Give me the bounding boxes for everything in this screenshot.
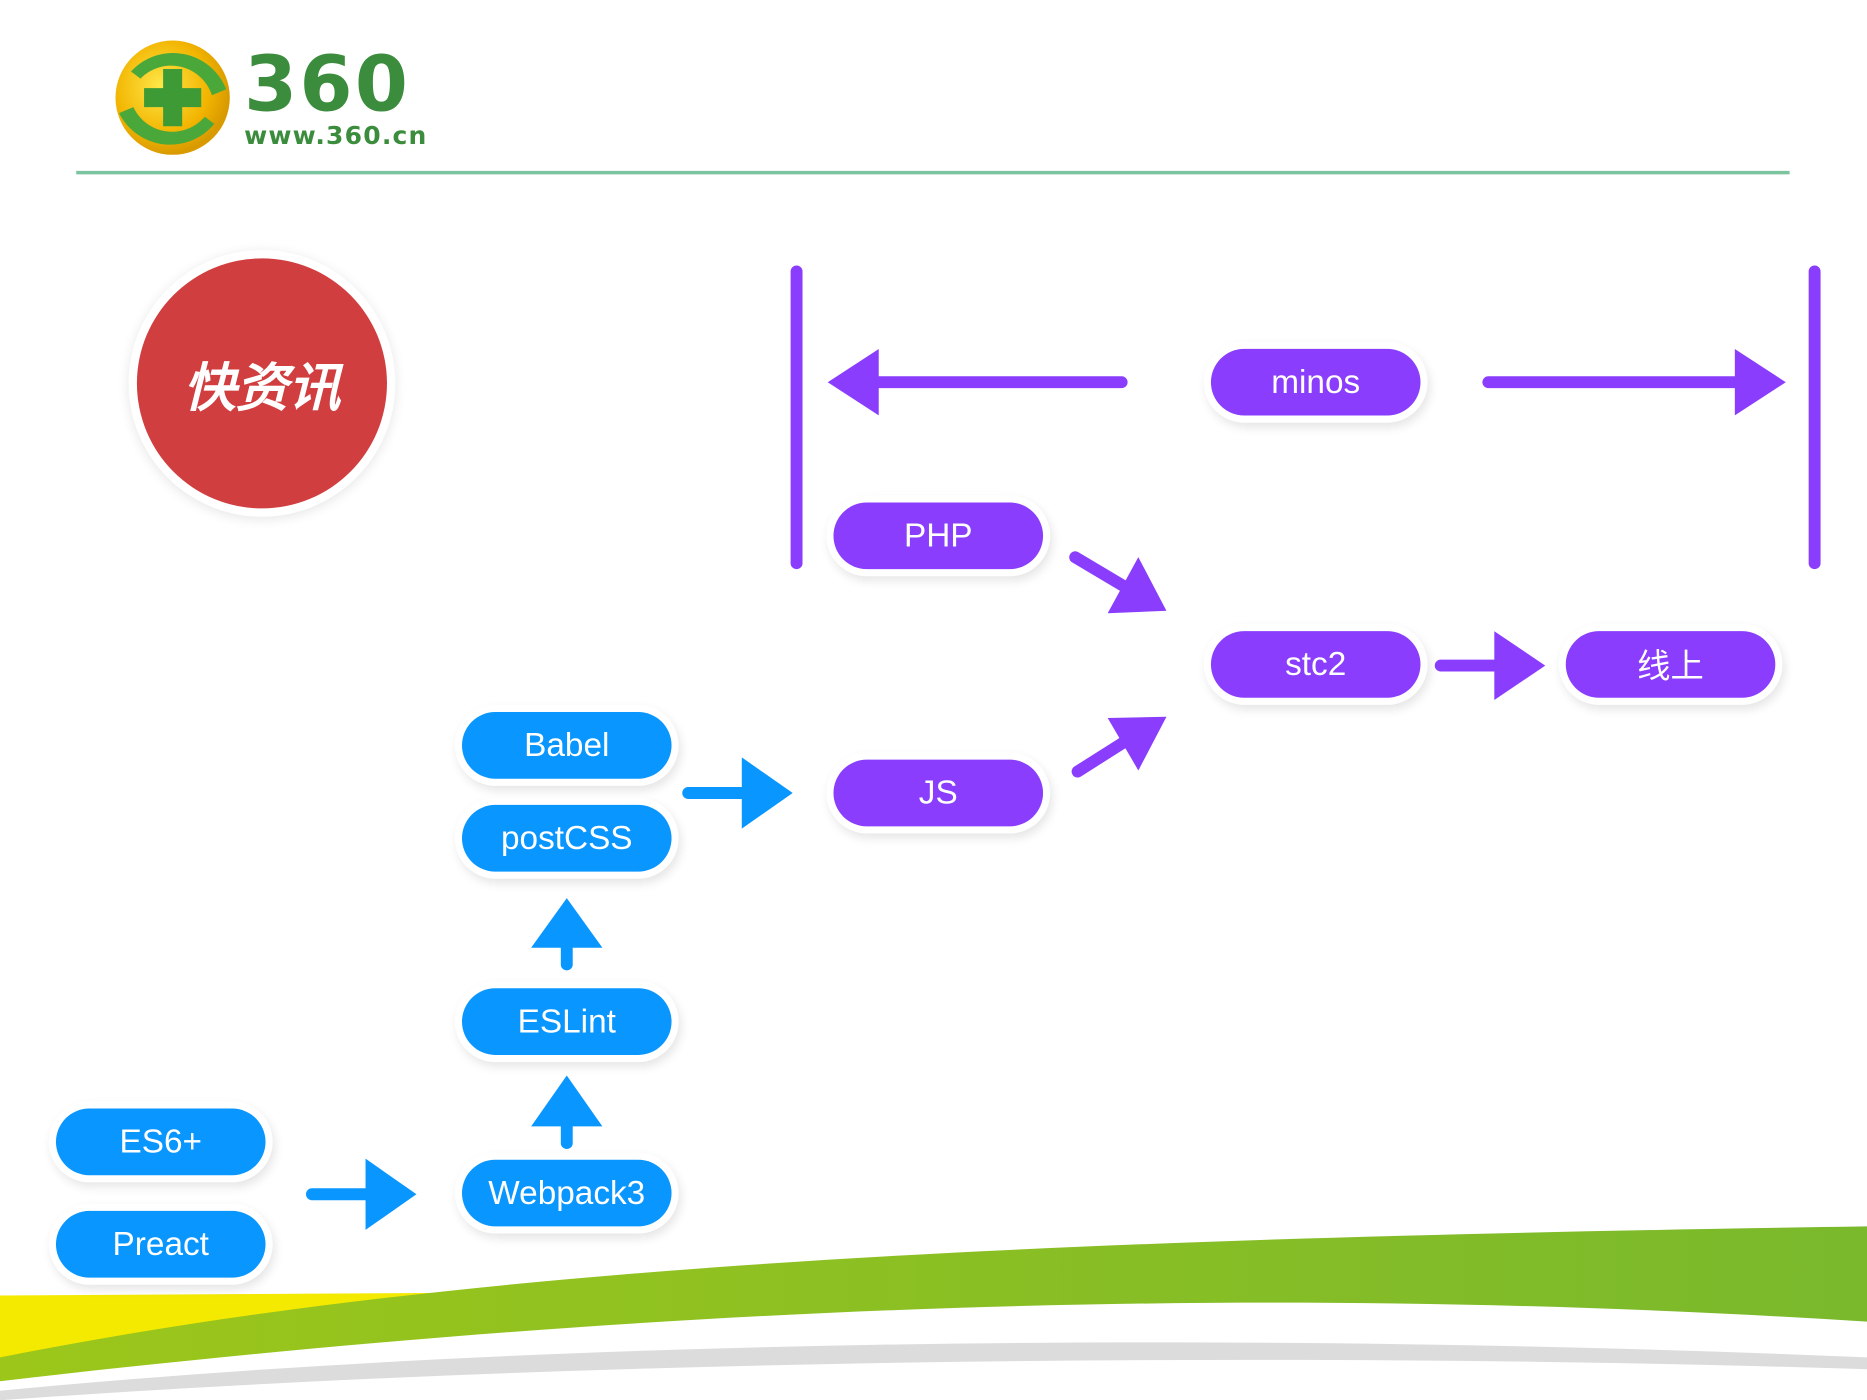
- node-eslint: ESLint: [461, 988, 672, 1055]
- arrow-tools-to-js-icon: [682, 757, 793, 829]
- bottom-swoosh: [0, 1226, 1867, 1400]
- node-php: PHP: [833, 502, 1044, 570]
- node-preact: Preact: [55, 1210, 266, 1278]
- arrow-stc2-to-online-icon: [1434, 631, 1546, 700]
- node-postcss: postCSS: [461, 804, 672, 872]
- node-webpack: Webpack3: [461, 1159, 672, 1227]
- arrow-js-to-stc2-icon: [1071, 716, 1167, 778]
- node-minos: minos: [1210, 348, 1421, 416]
- arrow-left-icon: [827, 349, 1128, 416]
- 360-logo: 360 www.360.cn: [244, 41, 428, 151]
- arrow-eslint-to-postcss-icon: [531, 898, 603, 971]
- node-online: 线上: [1565, 631, 1776, 698]
- arrow-php-to-stc2-icon: [1069, 551, 1167, 614]
- arrow-libs-to-webpack-icon: [306, 1158, 417, 1230]
- node-stc2: stc2: [1210, 631, 1421, 698]
- node-es6: ES6+: [55, 1108, 266, 1176]
- 360-logo-icon: [115, 40, 230, 155]
- arrow-webpack-to-eslint-icon: [531, 1075, 603, 1150]
- arrow-right-icon: [1482, 349, 1786, 416]
- node-js: JS: [833, 759, 1044, 827]
- node-babel: Babel: [461, 712, 672, 779]
- kuaizixun-badge: 快资讯: [136, 258, 387, 509]
